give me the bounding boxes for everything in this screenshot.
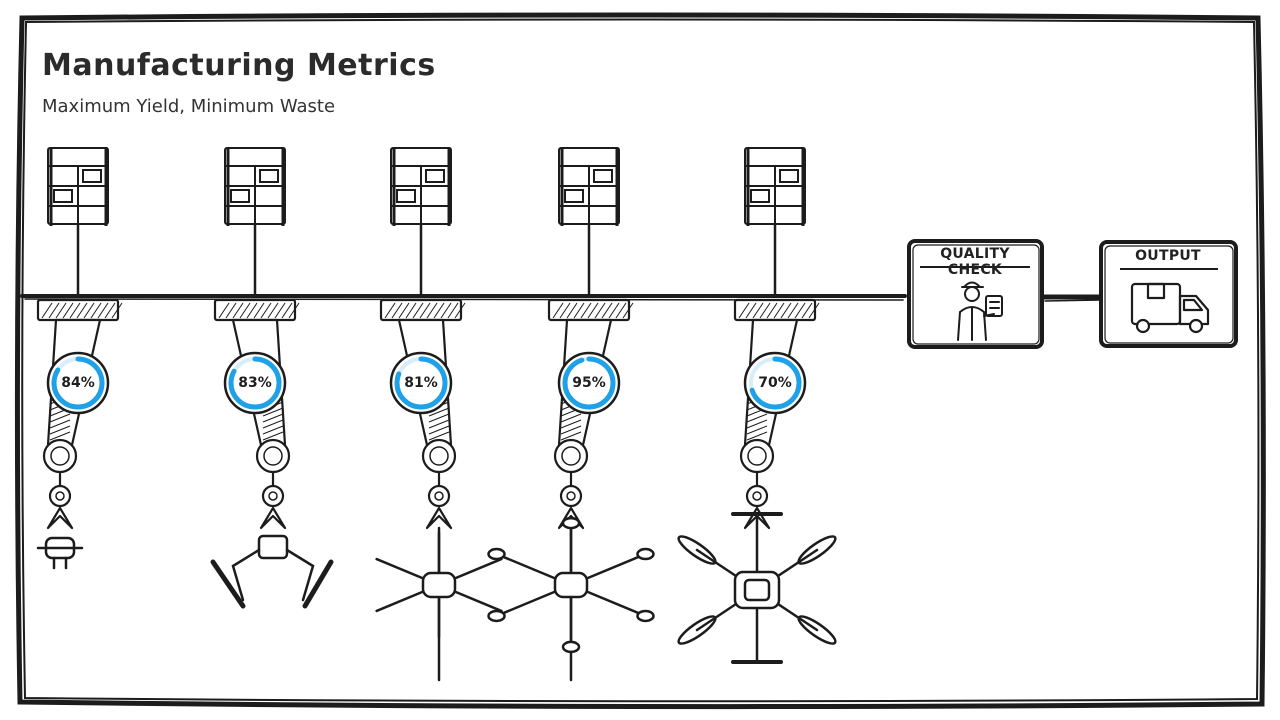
storage-shelf-icon xyxy=(390,147,452,226)
outer-frame xyxy=(14,12,1266,710)
yield-gauge xyxy=(46,351,110,415)
station-5 xyxy=(677,147,837,664)
drone-arms-icon xyxy=(487,516,655,682)
storage-shelf-icon xyxy=(47,147,109,226)
landing-gear-icon xyxy=(210,534,334,609)
output-box xyxy=(1099,240,1238,348)
quadcopter-icon xyxy=(677,512,837,664)
inspector-icon xyxy=(957,281,1003,341)
yield-gauge xyxy=(389,351,453,415)
drone-frame-icon xyxy=(375,526,503,682)
flow-connector xyxy=(1040,294,1105,302)
storage-shelf-icon xyxy=(558,147,620,226)
yield-gauge xyxy=(557,351,621,415)
yield-percentage: 95% xyxy=(572,375,606,391)
small-part-icon xyxy=(36,536,84,570)
quality-check-box xyxy=(907,239,1044,349)
station-2 xyxy=(210,147,334,609)
page-title: Manufacturing Metrics xyxy=(42,48,436,83)
station-1 xyxy=(36,147,123,570)
yield-gauge xyxy=(223,351,287,415)
yield-percentage: 81% xyxy=(404,375,438,391)
yield-percentage: 83% xyxy=(238,375,272,391)
station-3 xyxy=(375,147,503,682)
quality-check-label: QUALITY CHECK xyxy=(940,246,1010,278)
yield-gauge xyxy=(743,351,807,415)
output-label: OUTPUT xyxy=(1135,248,1201,264)
page-subtitle: Maximum Yield, Minimum Waste xyxy=(42,96,336,117)
delivery-truck-icon xyxy=(1130,282,1210,334)
yield-percentage: 70% xyxy=(758,375,792,391)
yield-percentage: 84% xyxy=(61,375,95,391)
storage-shelf-icon xyxy=(744,147,806,226)
station-4 xyxy=(487,147,655,682)
storage-shelf-icon xyxy=(224,147,286,226)
